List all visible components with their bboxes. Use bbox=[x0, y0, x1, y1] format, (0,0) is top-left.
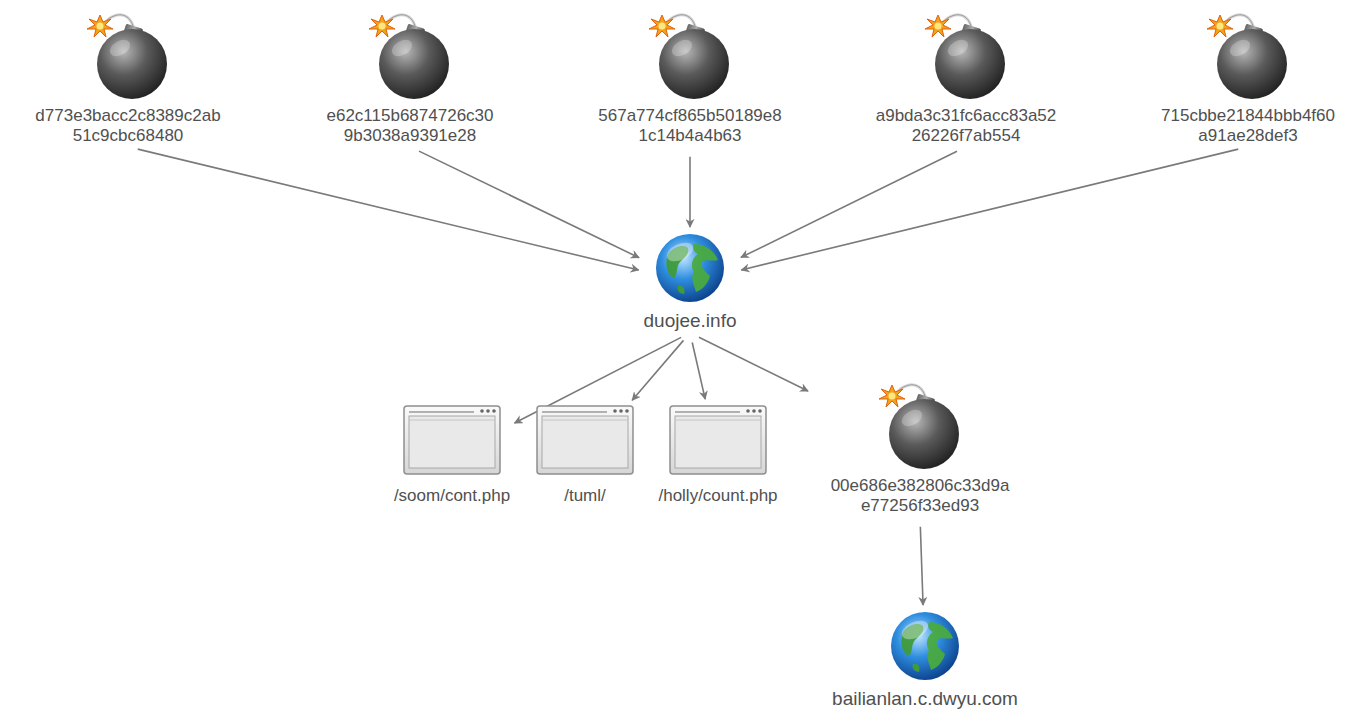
globe-icon bbox=[889, 610, 961, 682]
hash-label: 567a774cf865b50189e8 1c14b4a4b63 bbox=[583, 106, 798, 147]
hash-label: 00e686e382806c33d9a e77256f33ed93 bbox=[813, 476, 1028, 517]
bomb-icon bbox=[1198, 6, 1298, 102]
arrow-connector bbox=[699, 337, 808, 391]
bomb-icon-box bbox=[640, 6, 740, 102]
globe-node: duojee.info bbox=[644, 232, 737, 333]
browser-window-icon bbox=[535, 404, 635, 476]
arrow-connector bbox=[689, 157, 691, 227]
browser-window-icon bbox=[402, 404, 502, 476]
bomb-node: e62c115b6874726c30 9b3038a9391e28 bbox=[303, 6, 518, 147]
browser-icon-box bbox=[668, 404, 768, 476]
browser-window-icon bbox=[668, 404, 768, 476]
domain-label: duojee.info bbox=[644, 310, 737, 333]
arrow-connector bbox=[692, 343, 705, 400]
browser-icon-box bbox=[402, 404, 502, 476]
bomb-icon-box bbox=[78, 6, 178, 102]
bomb-node: 567a774cf865b50189e8 1c14b4a4b63 bbox=[583, 6, 798, 147]
arrow-connector bbox=[741, 151, 957, 257]
hash-label: e62c115b6874726c30 9b3038a9391e28 bbox=[303, 106, 518, 147]
arrow-connector bbox=[632, 340, 683, 400]
arrow-connector bbox=[419, 151, 639, 258]
bomb-icon bbox=[360, 6, 460, 102]
globe-icon-box bbox=[654, 232, 726, 304]
hash-label: a9bda3c31fc6acc83a52 26226f7ab554 bbox=[859, 106, 1074, 147]
bomb-icon-box bbox=[360, 6, 460, 102]
bomb-icon-box bbox=[916, 6, 1016, 102]
globe-icon bbox=[654, 232, 726, 304]
bomb-icon bbox=[870, 376, 970, 472]
bomb-icon bbox=[916, 6, 1016, 102]
globe-node: bailianlan.c.dwyu.com bbox=[832, 610, 1018, 711]
globe-icon-box bbox=[889, 610, 961, 682]
browser-node: /soom/cont.php bbox=[394, 404, 510, 506]
arrow-connector bbox=[138, 149, 639, 270]
arrow-connector bbox=[920, 527, 923, 605]
url-path-label: /holly/count.php bbox=[658, 486, 777, 506]
bomb-node: 00e686e382806c33d9a e77256f33ed93 bbox=[813, 376, 1028, 517]
domain-label: bailianlan.c.dwyu.com bbox=[832, 688, 1018, 711]
url-path-label: /tuml/ bbox=[564, 486, 606, 506]
hash-label: 715cbbe21844bbb4f60 a91ae28def3 bbox=[1141, 106, 1356, 147]
arrow-connector bbox=[741, 149, 1238, 270]
bomb-icon bbox=[640, 6, 740, 102]
bomb-icon bbox=[78, 6, 178, 102]
bomb-node: 715cbbe21844bbb4f60 a91ae28def3 bbox=[1141, 6, 1356, 147]
browser-icon-box bbox=[535, 404, 635, 476]
hash-label: d773e3bacc2c8389c2ab 51c9cbc68480 bbox=[21, 106, 236, 147]
bomb-icon-box bbox=[870, 376, 970, 472]
bomb-icon-box bbox=[1198, 6, 1298, 102]
url-path-label: /soom/cont.php bbox=[394, 486, 510, 506]
bomb-node: d773e3bacc2c8389c2ab 51c9cbc68480 bbox=[21, 6, 236, 147]
browser-node: /holly/count.php bbox=[658, 404, 777, 506]
browser-node: /tuml/ bbox=[535, 404, 635, 506]
bomb-node: a9bda3c31fc6acc83a52 26226f7ab554 bbox=[859, 6, 1074, 147]
